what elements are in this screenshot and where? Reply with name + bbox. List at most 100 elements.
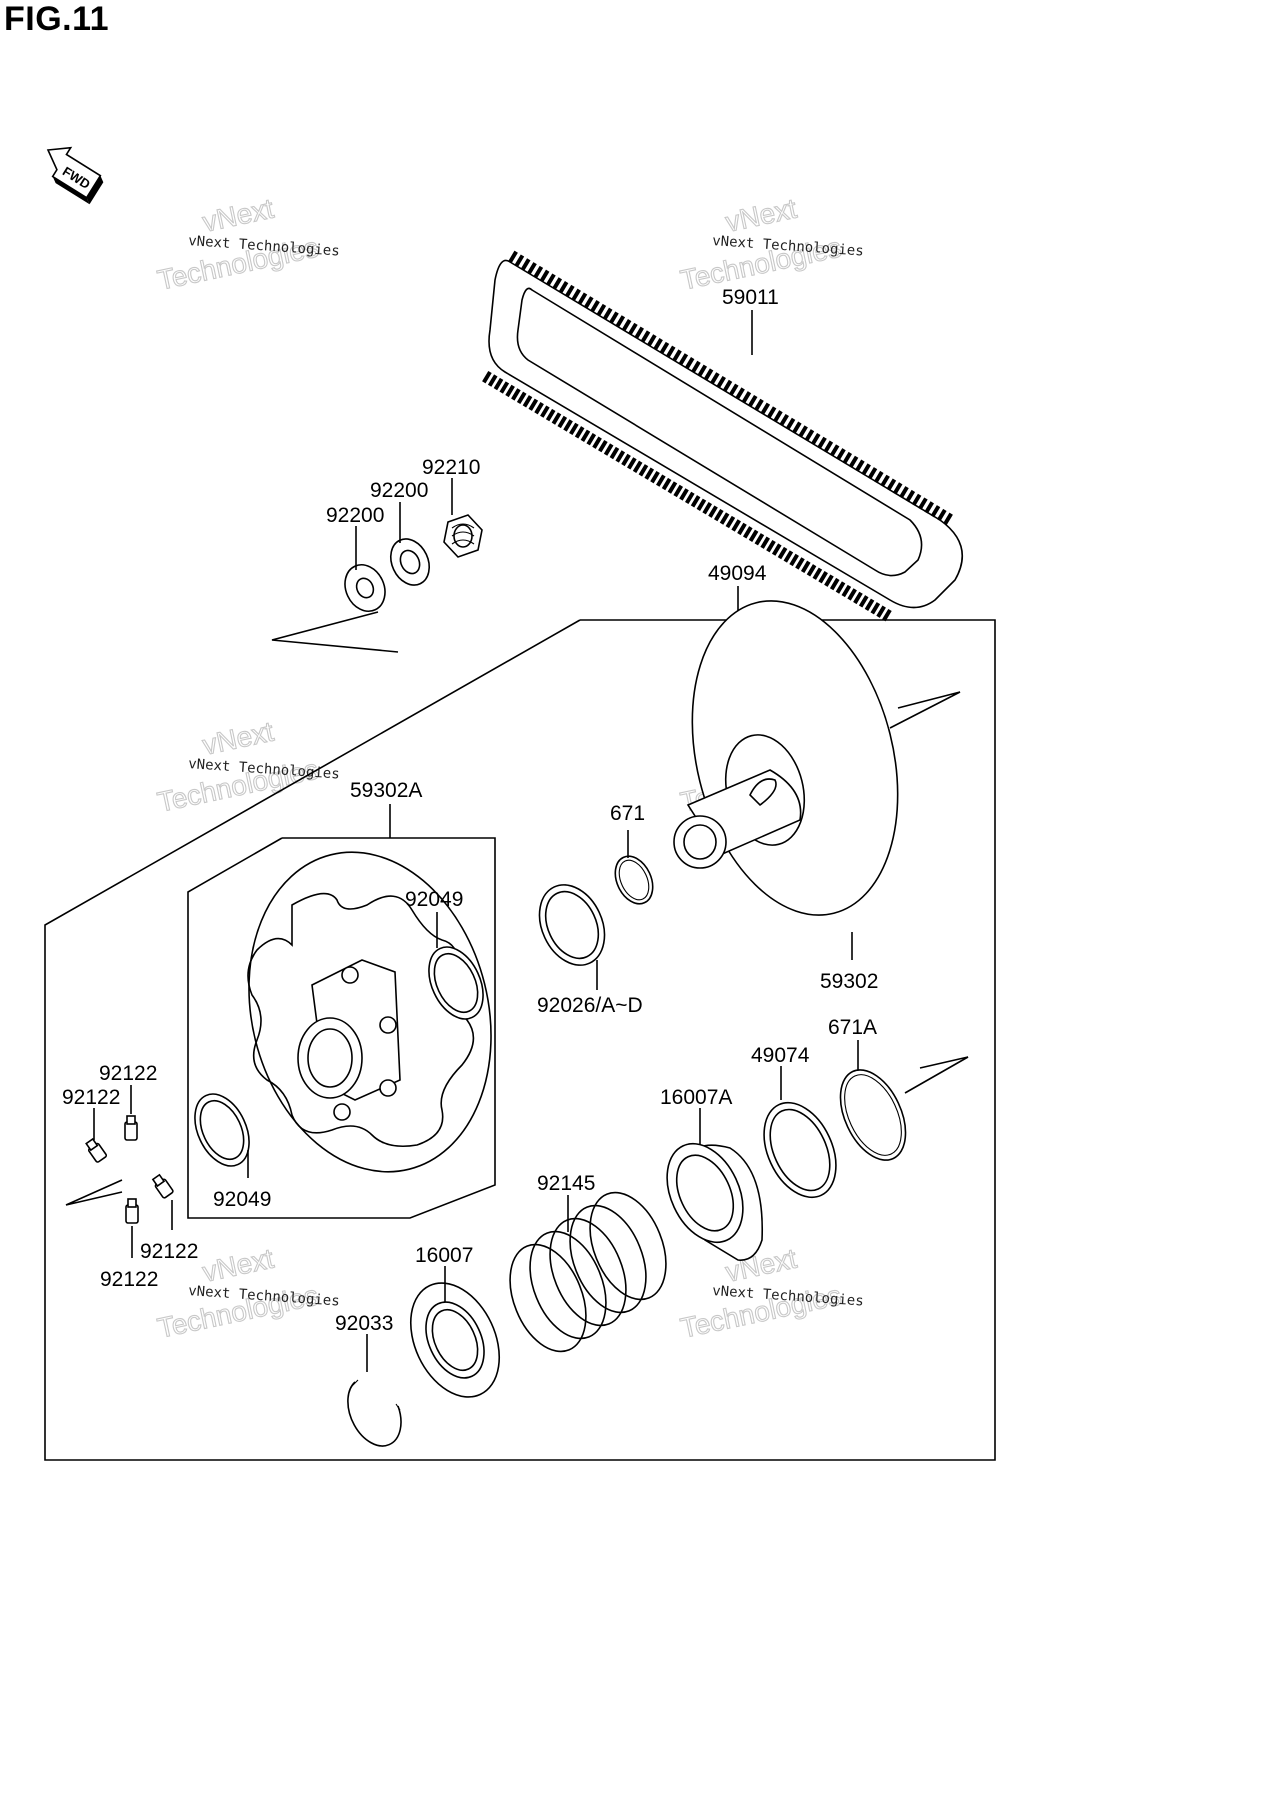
belt-tooth (785, 417, 796, 431)
washer-92200-a[interactable] (338, 558, 393, 618)
belt-tooth (829, 577, 840, 591)
belt-tooth (798, 425, 808, 438)
watermark-mid-left: vNext Technologies vNext Technologies (154, 715, 340, 818)
belt-tooth (661, 477, 672, 491)
seal-92049-upper[interactable] (418, 938, 494, 1027)
belt-tooth (847, 588, 857, 601)
oring-671[interactable] (608, 850, 660, 910)
belt-tooth (760, 402, 771, 415)
belt-tooth (621, 453, 631, 467)
belt-tooth (754, 398, 764, 412)
belt-tooth (569, 422, 579, 436)
spring-92145[interactable] (495, 1181, 680, 1362)
belt-tooth (817, 436, 827, 450)
belt-tooth (546, 273, 556, 286)
label-92049-upper: 92049 (405, 888, 463, 911)
belt-tooth (672, 349, 682, 362)
belt-tooth (771, 543, 782, 556)
belt-tooth (823, 440, 834, 453)
belt-tooth (679, 488, 689, 501)
belt-tooth (789, 553, 799, 567)
belt-tooth (650, 470, 660, 484)
belt-tooth (640, 330, 651, 343)
drive-belt[interactable] (482, 250, 964, 622)
belt-tooth (867, 467, 878, 480)
belt-tooth (836, 448, 846, 461)
belt-tooth (870, 602, 881, 615)
washer-92200-b[interactable] (384, 533, 437, 592)
figure-title: FIG.11 (4, 0, 110, 38)
belt-tooth (590, 300, 600, 313)
belt-tooth (499, 381, 510, 394)
belt-tooth (747, 394, 758, 408)
fixed-sheave-59302[interactable] (661, 579, 929, 937)
svg-text:vNext: vNext (200, 716, 277, 761)
belt-tooth (783, 550, 794, 563)
belt-tooth (905, 489, 916, 503)
belt-tooth (773, 410, 783, 423)
belt-tooth (766, 539, 776, 553)
belt-tooth (592, 436, 602, 449)
belt-tooth (609, 446, 620, 460)
belt-tooth (665, 345, 676, 358)
belt-tooth (511, 388, 521, 401)
belt-tooth (936, 508, 947, 522)
belt-tooth (634, 326, 644, 339)
belt-tooth (653, 338, 663, 351)
assembly-frame-49094 (44, 619, 996, 1461)
grease-fitting-3[interactable] (151, 1173, 174, 1199)
belt-tooth (741, 391, 752, 404)
nut-92210[interactable] (443, 514, 483, 558)
belt-tooth (551, 412, 562, 425)
seal-92049-lower[interactable] (184, 1085, 260, 1174)
label-92145: 92145 (537, 1172, 595, 1195)
belt-tooth (804, 429, 815, 442)
cam-16007A[interactable] (652, 1132, 764, 1261)
belt-tooth (527, 262, 537, 275)
belt-tooth (818, 571, 828, 584)
oring-671A[interactable] (827, 1060, 918, 1171)
watermark-bottom-right: vNext Technologies vNext Technologies (677, 1242, 864, 1344)
label-92200-b: 92200 (370, 479, 428, 502)
belt-tooth (779, 413, 789, 427)
svg-text:vNext: vNext (200, 1243, 277, 1288)
washer-49074[interactable] (750, 1091, 850, 1209)
belt-tooth (685, 491, 695, 505)
belt-tooth (684, 357, 695, 370)
shim-92026[interactable] (527, 874, 617, 975)
label-49074: 49074 (751, 1044, 810, 1067)
belt-tooth (873, 470, 884, 484)
cam-16007[interactable] (393, 1269, 516, 1412)
grease-fitting-1[interactable] (124, 1115, 138, 1141)
grease-fitting-2[interactable] (85, 1137, 108, 1163)
belt-tooth (795, 557, 805, 570)
belt-tooth (880, 474, 890, 488)
label-92122-c: 92122 (140, 1240, 198, 1263)
belt-tooth (835, 581, 846, 594)
belt-tooth (534, 402, 544, 415)
belt-tooth (586, 433, 597, 446)
belt-tooth (719, 512, 730, 525)
belt-tooth (690, 495, 701, 508)
belt-tooth (766, 406, 777, 419)
belt-tooth (621, 319, 632, 332)
grease-fitting-4[interactable] (125, 1198, 139, 1224)
belt-tooth (644, 467, 655, 480)
svg-text:vNext: vNext (200, 193, 277, 238)
label-92200-a: 92200 (326, 504, 384, 527)
belt-tooth (598, 439, 608, 453)
label-59302: 59302 (820, 970, 878, 993)
label-92122-b: 92122 (62, 1086, 120, 1109)
label-59011: 59011 (722, 286, 779, 309)
belt-tooth (667, 481, 678, 494)
belt-tooth (853, 591, 863, 605)
label-671A: 671A (828, 1016, 877, 1039)
belt-tooth (848, 455, 859, 469)
belt-tooth (539, 269, 550, 283)
movable-sheave-59302A[interactable] (216, 826, 523, 1197)
belt-tooth (824, 574, 834, 587)
belt-tooth (855, 459, 865, 472)
circlip-92033[interactable] (347, 1379, 402, 1447)
